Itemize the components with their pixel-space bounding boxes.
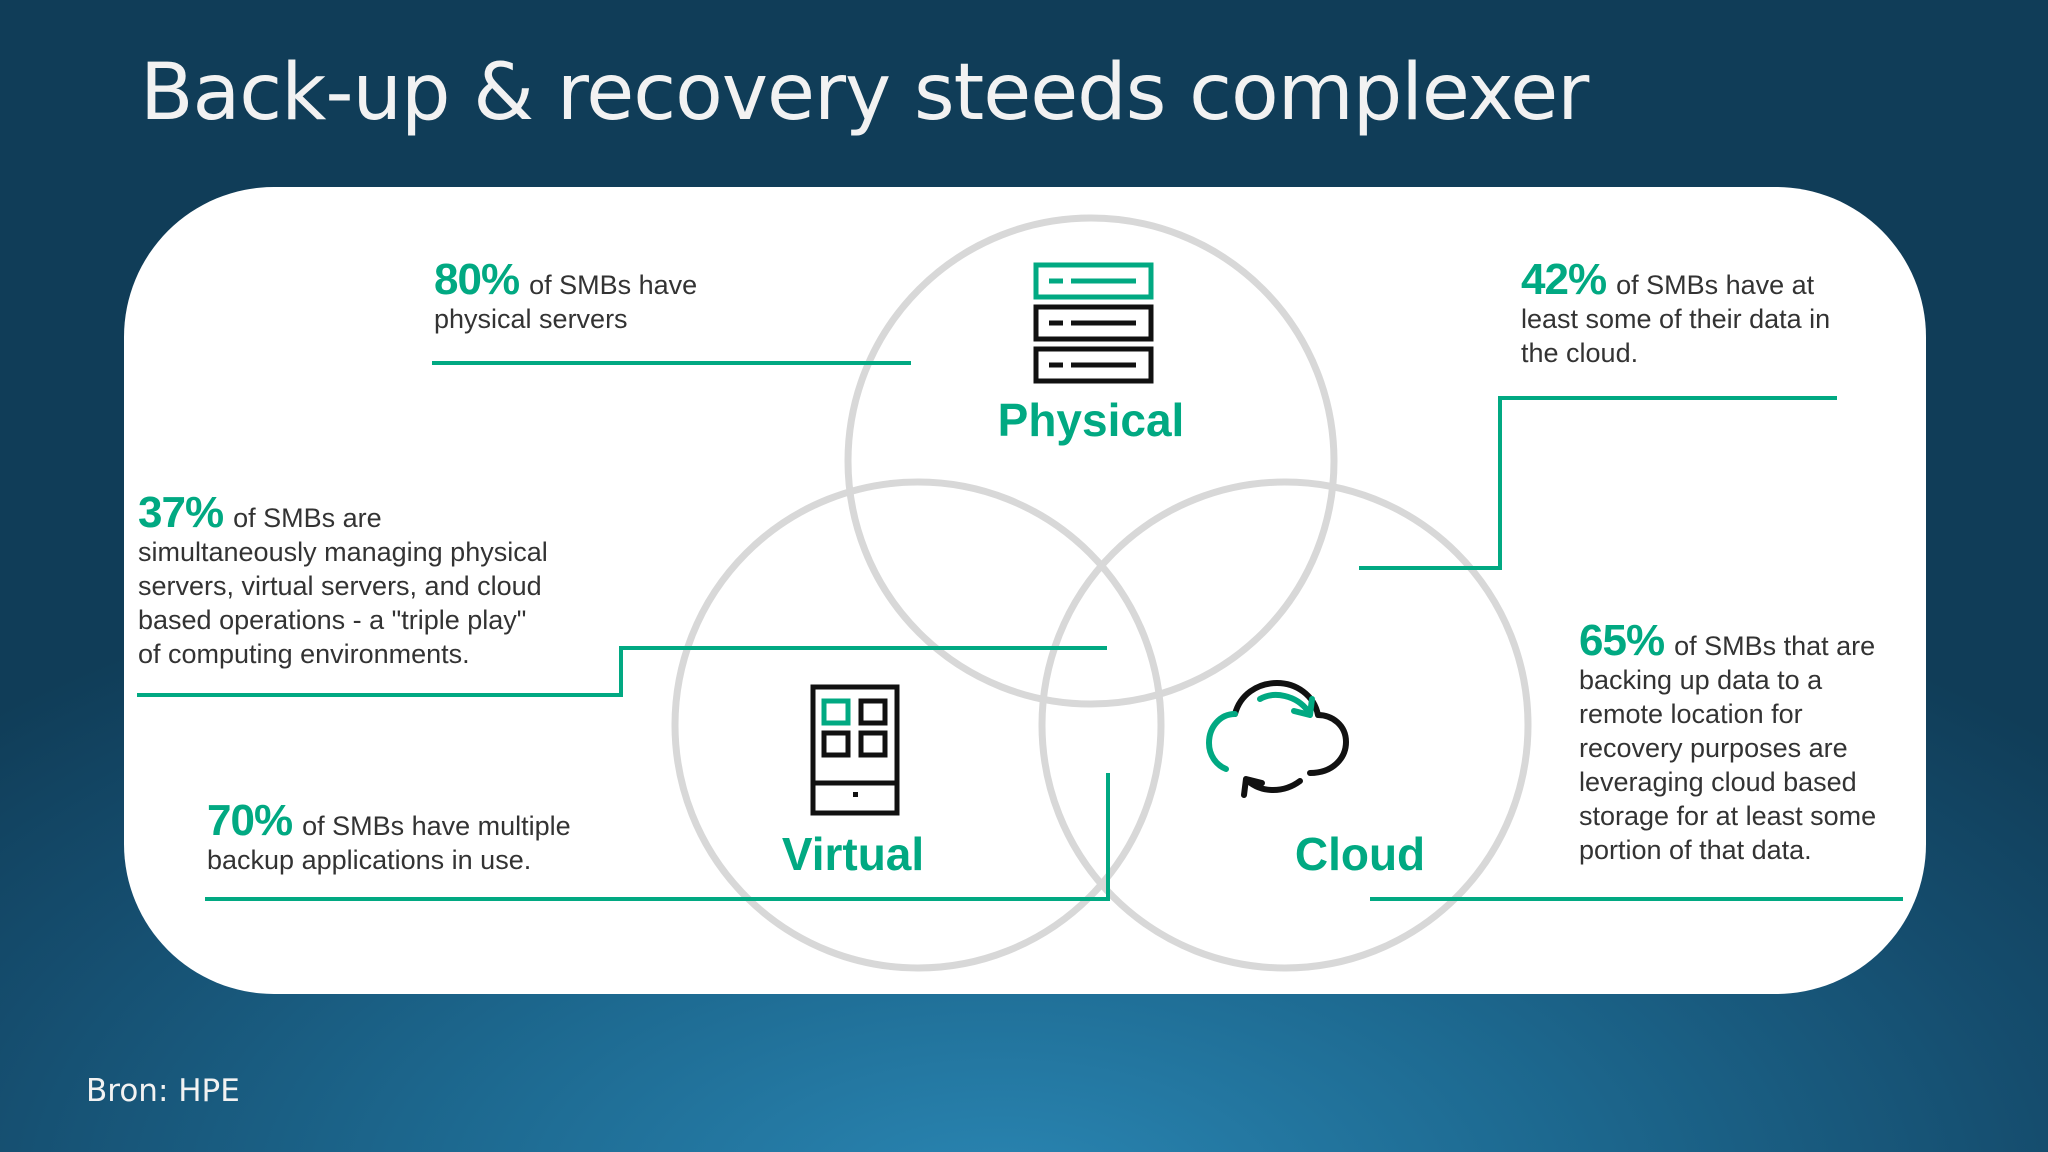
stat-physical-servers: 80% of SMBs have physical servers — [434, 258, 698, 336]
stat-line: backing up data to a — [1579, 665, 1823, 695]
cloud-circle — [1038, 478, 1532, 972]
stat-line: of computing environments. — [138, 639, 470, 669]
stat-line: least some of their data in — [1521, 304, 1831, 334]
category-label-physical: Physical — [998, 394, 1185, 446]
stat-cloud-backup: 65% of SMBs that are backing up data to a… — [1579, 619, 1877, 867]
physical-circle — [844, 214, 1338, 708]
leader-line-70 — [205, 773, 1110, 901]
stat-line: physical servers — [434, 304, 628, 334]
virtual-device-icon — [810, 684, 900, 816]
stat-line: the cloud. — [1521, 338, 1639, 368]
category-label-cloud: Cloud — [1295, 828, 1425, 880]
stat-triple-play: 37% of SMBs are simultaneously managing p… — [138, 491, 548, 671]
leader-line-37 — [137, 646, 1107, 697]
category-label-virtual: Virtual — [782, 828, 924, 880]
stat-line: remote location for — [1579, 699, 1803, 729]
stat-lead: of SMBs are — [233, 503, 382, 533]
stat-line: recovery purposes are — [1579, 733, 1848, 763]
stat-lead: of SMBs have multiple — [302, 811, 571, 841]
stat-line: storage for at least some — [1579, 801, 1877, 831]
stat-cloud-data: 42% of SMBs have at least some of their d… — [1521, 258, 1831, 370]
diagram-panel: Physical Virtual Cloud 80% of SMBs have p… — [124, 187, 1926, 994]
source-note: Bron: HPE — [86, 1073, 240, 1109]
stat-line: backup applications in use. — [207, 845, 532, 875]
stat-line: simultaneously managing physical — [138, 537, 548, 567]
cloud-sync-icon — [1206, 680, 1349, 798]
stat-line: servers, virtual servers, and cloud — [138, 571, 542, 601]
stat-line: based operations - a "triple play" — [138, 605, 527, 635]
stat-line: leveraging cloud based — [1579, 767, 1857, 797]
stat-line: portion of that data. — [1579, 835, 1812, 865]
leader-line-42 — [1359, 396, 1837, 570]
stat-percent: 37% — [138, 488, 224, 537]
stat-percent: 80% — [434, 255, 520, 304]
stat-lead: of SMBs that are — [1674, 631, 1876, 661]
stat-percent: 65% — [1579, 616, 1665, 665]
stat-percent: 70% — [207, 796, 293, 845]
venn-diagram: Physical Virtual Cloud — [137, 214, 1903, 972]
stat-backup-apps: 70% of SMBs have multiple backup applicat… — [207, 799, 571, 877]
slide-title: Back-up & recovery steeds complexer — [140, 48, 1589, 138]
stat-percent: 42% — [1521, 255, 1607, 304]
virtual-circle — [671, 478, 1165, 972]
server-stack-icon — [1033, 262, 1154, 384]
stat-lead: of SMBs have at — [1616, 270, 1815, 300]
stat-lead: of SMBs have — [529, 270, 698, 300]
